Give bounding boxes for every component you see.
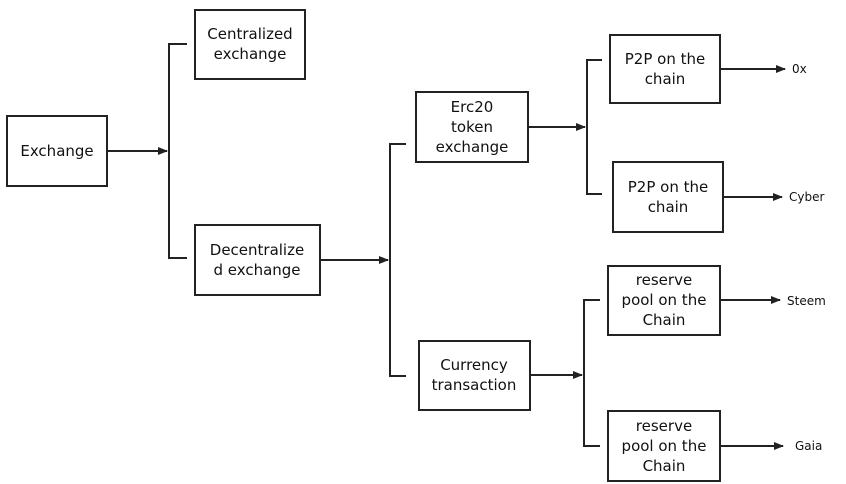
bracket-currency [583, 299, 600, 447]
leaf-gaia: Gaia [795, 439, 822, 453]
label-line: reserve [636, 271, 692, 289]
node-centralized-box [194, 9, 306, 80]
label-line: exchange [436, 138, 509, 156]
label-line: Chain [643, 311, 686, 329]
node-exchange: Exchange [6, 115, 108, 187]
label-line: Centralized [207, 25, 292, 43]
bracket-decentralized [389, 143, 406, 377]
node-erc20-label: Erc20 token exchange [436, 98, 509, 156]
node-exchange-box [6, 115, 108, 187]
label-line: pool on the [622, 291, 707, 309]
node-p2p-2-label: P2P on the chain [628, 178, 708, 216]
leaf-steem: Steem [787, 294, 826, 308]
label-line: Erc20 [451, 98, 494, 116]
label-line: exchange [214, 45, 287, 63]
label-line: transaction [432, 376, 517, 394]
label-line: chain [645, 70, 686, 88]
label-line: Decentralize [210, 241, 304, 259]
bracket-exchange [168, 43, 187, 259]
node-currency-box [418, 340, 531, 411]
bracket-erc20 [586, 59, 602, 195]
label-line: pool on the [622, 437, 707, 455]
node-currency: Currency transaction [418, 340, 531, 411]
node-p2p-1-label: P2P on the chain [625, 50, 705, 88]
leaf-ox: 0x [792, 62, 807, 76]
label-line: token [451, 118, 493, 136]
node-centralized: Centralized exchange [194, 9, 306, 80]
node-reserve-1-box [607, 265, 721, 336]
label-line: Exchange [20, 142, 93, 160]
node-p2p-2: P2P on the chain [612, 161, 724, 233]
connectors [107, 43, 786, 450]
node-decentralized-box [194, 224, 321, 296]
leaf-cyber: Cyber [789, 190, 824, 204]
node-reserve-2-box [607, 410, 721, 482]
node-decentralized: Decentralize d exchange [194, 224, 321, 296]
node-p2p-1-box [609, 34, 721, 104]
label-line: P2P on the [625, 50, 705, 68]
node-exchange-label: Exchange [20, 142, 93, 160]
node-decentralized-label: Decentralize d exchange [210, 241, 304, 279]
label-line: Chain [643, 457, 686, 475]
node-p2p-2-box [612, 161, 724, 233]
label-line: reserve [636, 417, 692, 435]
label-line: P2P on the [628, 178, 708, 196]
node-centralized-label: Centralized exchange [207, 25, 292, 63]
label-line: chain [648, 198, 689, 216]
node-erc20: Erc20 token exchange [415, 91, 529, 163]
node-erc20-box [415, 91, 529, 163]
label-line: Currency [440, 356, 508, 374]
label-line: d exchange [213, 261, 300, 279]
node-currency-label: Currency transaction [432, 356, 517, 394]
node-p2p-1: P2P on the chain [609, 34, 721, 104]
